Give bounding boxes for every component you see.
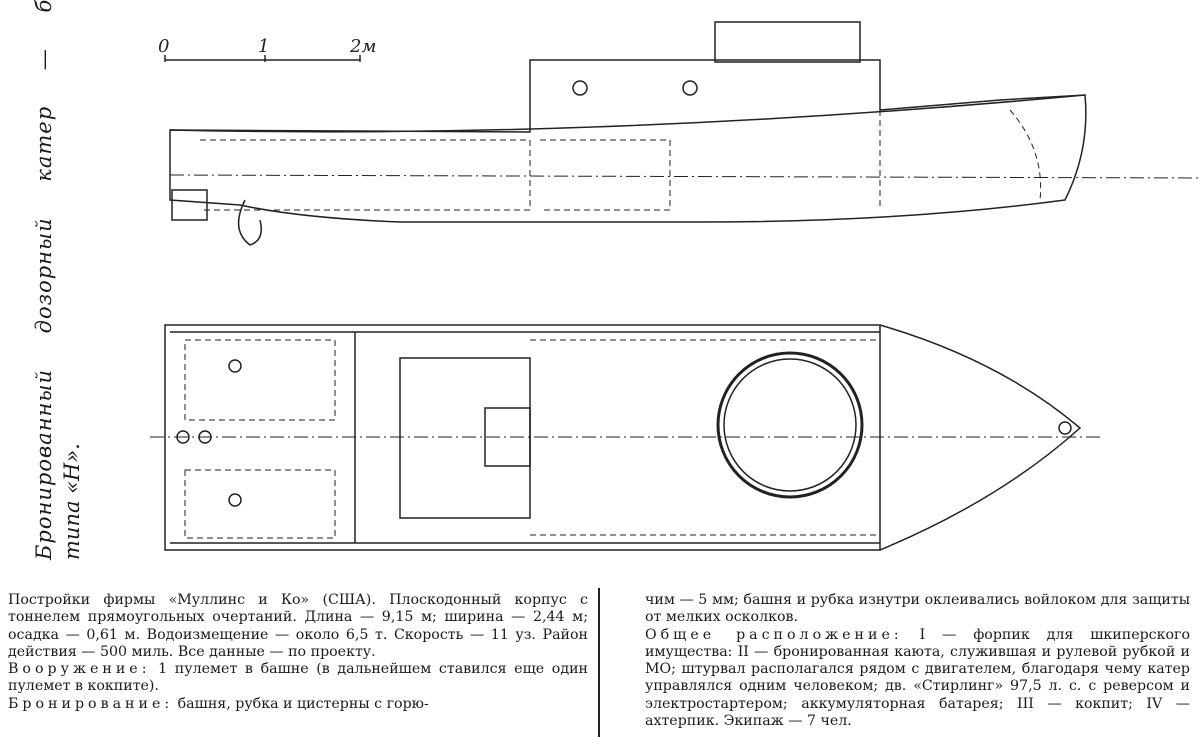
- layout-heading: Общее расположение:: [645, 626, 903, 643]
- side-view: [169, 21, 1200, 246]
- text-column-left: Постройки фирмы «Муллинс и Ко» (США). Пл…: [8, 592, 588, 713]
- armor-text: башня, рубка и цистерны с горю-: [173, 695, 429, 712]
- paragraph-general: Постройки фирмы «Муллинс и Ко» (США). Пл…: [8, 592, 588, 660]
- paragraph-layout: Общее расположение: I — форпик для шкипе…: [645, 627, 1190, 731]
- paragraph-armament: Вооружение: 1 пулемет в башне (в дальней…: [8, 661, 588, 696]
- boat-drawing: 0 1 2м: [150, 21, 1200, 551]
- scale-bar: 0 1 2м: [158, 36, 376, 62]
- armament-text: 1 пулемет в башне (в дальнейшем ставился…: [8, 661, 588, 695]
- scale-tick-2: 2м: [349, 36, 376, 57]
- vertical-caption: Бронированный дозорный катер — бронекате…: [0, 0, 90, 575]
- scale-tick-0: 0: [158, 36, 169, 57]
- scale-tick-1: 1: [258, 36, 269, 57]
- armament-heading: Вооружение:: [8, 661, 151, 678]
- plan-view: [150, 324, 1100, 551]
- paragraph-armor: Бронирование: башня, рубка и цистерны с …: [8, 696, 588, 713]
- layout-text: I — форпик для шкиперского имущества: II…: [645, 626, 1190, 730]
- column-divider: [598, 588, 600, 737]
- text-column-right: чим — 5 мм; башня и рубка изнутри оклеив…: [645, 592, 1190, 730]
- armor-heading: Бронирование:: [8, 695, 174, 712]
- caption-line-1: Бронированный дозорный катер — бронекате…: [32, 0, 56, 560]
- paragraph-armor-cont: чим — 5 мм; башня и рубка изнутри оклеив…: [645, 592, 1190, 626]
- caption-line-2: типа «Н».: [60, 443, 84, 560]
